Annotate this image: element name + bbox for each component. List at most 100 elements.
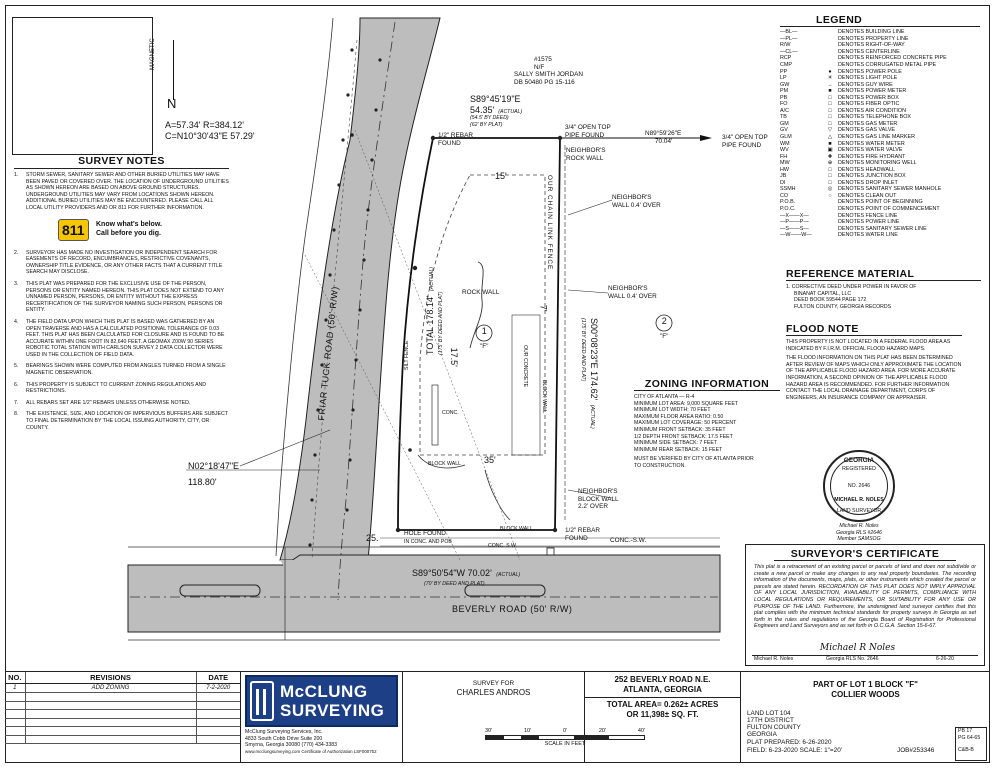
rebar-top-label: 1/2" REBAR [438, 132, 473, 139]
bearing-bottom-deed: (70' BY DEED AND PLAT) [424, 581, 485, 587]
legend-glyph-icon: □ [828, 107, 832, 114]
legend-row: TB□DENOTES TELEPHONE BOX [780, 114, 980, 121]
legend-description: DENOTES POINT OF COMMENCEMENT [838, 206, 940, 213]
legend-description: DENOTES HEADWALL [838, 166, 896, 173]
wall-over-3b: BLOCK WALL [578, 495, 619, 503]
legend-glyph-icon: ▣ [827, 147, 833, 154]
legend-row: A/C□DENOTES AIR CONDITION [780, 108, 980, 115]
scale-bar-graphic [485, 735, 645, 740]
bearing-bottom: S89°50'54"W 70.02' (ACTUAL) (70' BY DEED… [412, 563, 520, 588]
dist-top-deed: (54.5' BY DEED) [470, 115, 509, 122]
wall-over-2a: NEIGHBOR'S [608, 285, 648, 292]
survey-notes-title: SURVEY NOTES [14, 155, 229, 169]
total-left-actual: (ACTUAL) [429, 267, 435, 291]
seal-caption-2: Georgia RLS #2646 [836, 529, 882, 536]
company-cell: McCLUNG SURVEYING McClung Surveying Serv… [241, 672, 403, 763]
setback-top: 15' [495, 171, 507, 181]
cb-label: C&B-B [958, 747, 974, 754]
total-left: TOTAL 178.14' (ACTUAL) (175' BY DEED AND… [420, 267, 445, 355]
survey-note-text: ALL REBARS SET ARE 1/2" REBARS UNLESS OT… [26, 399, 191, 406]
survey-note-text: SURVEYOR HAS MADE NO INVESTIGATION OR IN… [26, 249, 223, 276]
company-name-1: McCLUNG [280, 682, 368, 701]
legend-glyph-icon: ■ [828, 88, 832, 95]
reference-title: REFERENCE MATERIAL [786, 268, 981, 281]
setback-bottom: 35' [484, 455, 496, 465]
legend-description: DENOTES POWER POLE [838, 68, 902, 75]
legend-symbol: GLM [780, 134, 792, 141]
revisions-date-header: DATE [196, 672, 240, 684]
setback-right: 7' [538, 304, 549, 312]
legend-symbol: GV [780, 127, 788, 134]
field-date: FIELD: 6-23-2020 SCALE: 1"=20' [747, 747, 842, 754]
bearing-east-value: N89°59'26"E [645, 130, 682, 137]
survey-note-number: 3. [14, 280, 19, 287]
seal-top: GEORGIA [843, 457, 875, 464]
dist-west-value: 118.80' [188, 476, 217, 487]
zoning-line: MAXIMUM FLOOR AREA RATIO: 0.50 [634, 413, 724, 420]
legend-symbol: R/W [780, 42, 791, 49]
north-arrow-letter: N [167, 96, 177, 111]
bearing-right-value: S00°08'23"E 174.62' [589, 318, 599, 401]
dist-east-value: 70.04' [655, 137, 673, 145]
legend-symbol: FH [780, 153, 788, 160]
legend-description: DENOTES REINFORCED CONCRETE PIPE [838, 55, 947, 62]
scale-label: SCALE IN FEET [544, 741, 586, 747]
company-logo-mark-icon [250, 681, 274, 721]
flood-note: FLOOD NOTE THIS PROPERTY IS NOT LOCATED … [786, 323, 962, 401]
wall-over-1: NEIGHBOR'S WALL 0.4' OVER [612, 194, 661, 209]
certificate-date: 6-26-20 [936, 656, 954, 662]
legend-symbol: CO [780, 192, 789, 199]
conc-sw-3: CONC.-S.W. [610, 537, 647, 544]
legend-description: DENOTES BUILDING LINE [838, 29, 905, 36]
hole-found: HOLE FOUND [404, 530, 446, 537]
survey-for-cell: SURVEY FOR CHARLES ANDROS [403, 672, 585, 763]
revisions-table: NO. REVISIONS DATE 1 ADD ZONING 7-2-2020 [5, 672, 240, 744]
bearing-top: S89°45'19"E [470, 94, 521, 104]
legend-description: DENOTES SANITARY SEWER MANHOLE [838, 186, 942, 193]
legend-title: LEGEND [780, 14, 980, 27]
plat-sheet [5, 5, 990, 763]
lot-1-label: 1 "F" [480, 326, 488, 350]
zoning-line: CITY OF ATLANTA — R-4 [634, 394, 695, 400]
legend-description: DENOTES RIGHT-OF-WAY [838, 42, 905, 49]
neighbor-rock-wall: NEIGHBOR'S ROCK WALL [566, 147, 606, 162]
neighbor-rock-wall-2: ROCK WALL [566, 154, 604, 162]
legend-glyph-icon: ■ [828, 140, 832, 147]
legend-row: MW⊕DENOTES MONITORING WELL [780, 160, 980, 167]
legend-description: DENOTES SANITARY SEWER LINE [838, 225, 927, 232]
lot-line-1: PART OF LOT 1 BLOCK "F" [813, 680, 918, 689]
legend-row: GM□DENOTES GAS METER [780, 121, 980, 128]
flood-p2: THE FLOOD INFORMATION ON THIS PLAT HAS B… [786, 355, 962, 401]
legend-symbol: GM [780, 120, 789, 127]
survey-note-2: 2.SURVEYOR HAS MADE NO INVESTIGATION OR … [14, 250, 229, 276]
legend-glyph-icon: □ [828, 114, 832, 121]
found-top-label: FOUND [438, 139, 461, 147]
rev1-date: 7-2-2020 [196, 683, 240, 693]
legend-description: DENOTES CENTERLINE [838, 48, 900, 55]
zoning-info: ZONING INFORMATION CITY OF ATLANTA — R-4… [634, 378, 780, 470]
legend-symbol: LP [780, 75, 787, 82]
revisions-cell: NO. REVISIONS DATE 1 ADD ZONING 7-2-2020 [5, 672, 241, 763]
company-addr-1: McClung Surveying Services, Inc. [245, 729, 323, 735]
legend-row: LP☀DENOTES LIGHT POLE [780, 75, 980, 82]
survey-note-text: THE FIELD DATA UPON WHICH THIS PLAT IS B… [26, 318, 225, 358]
legend-symbol: PM [780, 88, 789, 95]
wall-over-3a: NEIGHBOR'S [578, 488, 618, 495]
legend-description: DENOTES CORRUGATED METAL PIPE [838, 62, 937, 68]
found-bottom-label: FOUND [565, 534, 588, 542]
legend-description: DENOTES POWER LINE [838, 219, 900, 226]
legend-row: —PL—DENOTES PROPERTY LINE [780, 36, 980, 43]
legend-symbol: RCP [780, 55, 792, 62]
scale-label-0: 30' [485, 728, 493, 734]
legend-row: WV▣DENOTES WATER VALVE [780, 147, 980, 154]
surveyor-certificate: SURVEYOR'S CERTIFICATE This plat is a re… [745, 544, 985, 666]
dist-top-actual: (ACTUAL) [498, 108, 523, 115]
legend-symbol: —S——S— [780, 225, 809, 232]
legend-description: DENOTES GAS METER [838, 120, 898, 127]
curve-data: A=57.34' R=384.12' C=N10°30'43"E 57.29' [165, 120, 255, 141]
curve-line-1: A=57.34' R=384.12' [165, 120, 245, 130]
seal-no: NO. 2646 [847, 483, 871, 489]
scale-label-1: 10' [523, 728, 532, 734]
company-name-2: SURVEYING [280, 701, 385, 720]
legend-row: GV▽DENOTES GAS VALVE [780, 127, 980, 134]
